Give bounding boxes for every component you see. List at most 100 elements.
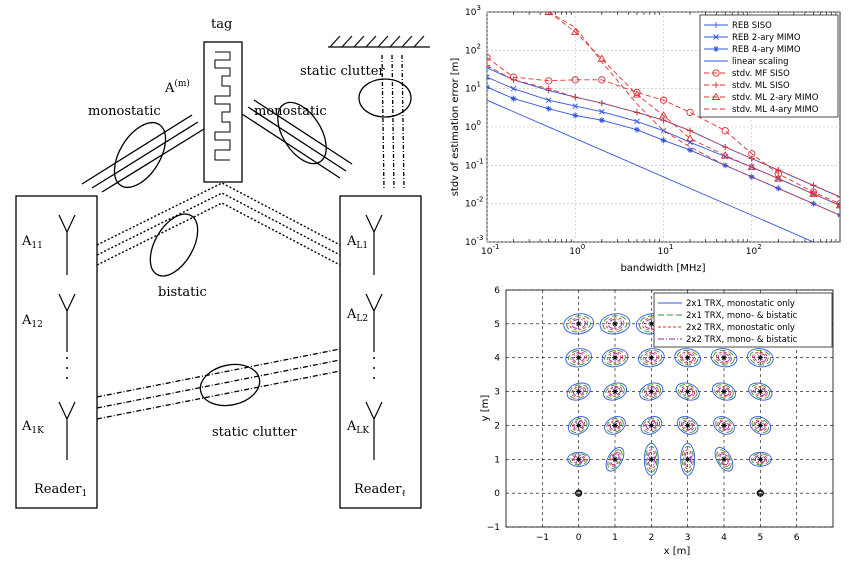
- position-marker: [612, 320, 618, 327]
- error-ellipse: [608, 353, 622, 363]
- data-point: [685, 134, 695, 142]
- data-point: [835, 201, 840, 209]
- error-ellipse: [566, 382, 591, 401]
- series-line: [548, 12, 840, 216]
- monostatic-left-ellipse: [113, 122, 167, 188]
- data-point: [837, 202, 840, 209]
- error-ellipse: [607, 385, 623, 398]
- error-ellipse: [752, 385, 768, 398]
- bistatic-paths: [96, 182, 341, 266]
- error-ellipse: [749, 349, 772, 366]
- error-ellipse: [754, 455, 766, 463]
- error-ellipse: [572, 419, 586, 432]
- data-point: [722, 144, 729, 151]
- position-marker: [575, 320, 582, 327]
- data-point: [687, 147, 694, 154]
- error-ellipse: [748, 451, 772, 467]
- series-line: [487, 99, 815, 242]
- error-ellipse: [717, 419, 731, 432]
- static-clutter-top-paths: [381, 54, 405, 191]
- error-ellipse: [711, 382, 737, 401]
- error-ellipse: [571, 318, 586, 329]
- data-point: [598, 100, 605, 107]
- error-ellipse: [605, 447, 625, 472]
- position-marker: [612, 388, 618, 395]
- position-marker: [648, 354, 655, 361]
- data-point: [836, 200, 840, 208]
- series-line: [487, 57, 840, 205]
- data-point: [720, 151, 730, 159]
- y-tick-label: 101: [465, 81, 481, 95]
- data-point: [572, 103, 579, 109]
- position-marker: [575, 456, 582, 463]
- legend-entry: 2x2 TRX, mono- & bistatic: [686, 335, 798, 345]
- error-ellipse: [751, 453, 770, 466]
- error-ellipse: [607, 318, 623, 329]
- error-ellipse: [606, 351, 624, 364]
- error-ellipse: [609, 387, 621, 396]
- position-marker: [757, 388, 764, 395]
- error-ellipse: [676, 349, 699, 366]
- error-ellipse: [571, 454, 586, 464]
- error-ellipse: [754, 353, 767, 363]
- error-ellipse: [645, 387, 657, 396]
- static-clutter-bottom-ellipse: [199, 363, 261, 407]
- error-ellipse: [647, 451, 655, 467]
- antenna-icon: [58, 214, 383, 460]
- legend-entry: stdv. ML 2-ary MIMO: [732, 93, 819, 103]
- error-ellipse: [681, 353, 694, 363]
- error-ellipse: [680, 385, 696, 398]
- position-marker: [575, 354, 582, 361]
- x-tick-label: 2: [648, 533, 654, 543]
- error-ellipse: [753, 419, 767, 432]
- monostatic-right-label: monostatic: [254, 104, 327, 119]
- legend-entry: stdv. MF SISO: [732, 69, 790, 79]
- error-ellipse: [604, 349, 626, 366]
- error-ellipse: [717, 353, 731, 363]
- error-ellipse: [602, 382, 628, 401]
- data-point: [545, 85, 552, 92]
- error-ellipse: [609, 420, 621, 430]
- legend-entry: 2x1 TRX, mono- & bistatic: [686, 311, 798, 321]
- y-axis-label: y [m]: [480, 395, 491, 422]
- y-axis-label: stdv of estimation error [m]: [450, 58, 461, 197]
- error-ellipse: [714, 447, 734, 472]
- error-ellipse: [681, 419, 695, 432]
- position-marker: [612, 422, 618, 429]
- x-tick-label: 6: [794, 533, 800, 543]
- data-point: [571, 76, 579, 84]
- error-ellipse: [572, 353, 585, 363]
- position-marker: [648, 388, 655, 395]
- static-clutter-top-ellipse: [358, 78, 412, 118]
- bistatic-label: bistatic: [158, 285, 207, 300]
- error-ellipse: [641, 384, 662, 399]
- data-point: [687, 127, 694, 134]
- position-marker: [721, 456, 727, 463]
- legend-box: [653, 292, 833, 348]
- error-ellipse: [710, 348, 738, 368]
- error-ellipse: [608, 419, 622, 432]
- error-ellipse: [675, 382, 700, 401]
- data-point: [632, 90, 642, 98]
- error-ellipse: [571, 385, 587, 398]
- error-ellipse: [751, 417, 770, 433]
- error-ellipse: [572, 387, 585, 396]
- data-point: [634, 118, 640, 125]
- data-point: [598, 117, 605, 124]
- static-clutter-bottom-paths: [96, 348, 341, 420]
- y-tick-label: −1: [487, 523, 500, 533]
- error-ellipse: [748, 382, 773, 401]
- error-ellipse: [713, 349, 735, 366]
- error-ellipse: [602, 315, 628, 333]
- error-ellipse: [645, 353, 658, 363]
- error-ellipse: [750, 384, 771, 399]
- y-tick-label: 10-2: [465, 196, 483, 210]
- error-ellipse: [567, 451, 591, 467]
- position-marker: [648, 422, 655, 429]
- antenna-label-al1: AL1: [346, 234, 368, 251]
- antenna-label-a1k: A1K: [21, 419, 44, 436]
